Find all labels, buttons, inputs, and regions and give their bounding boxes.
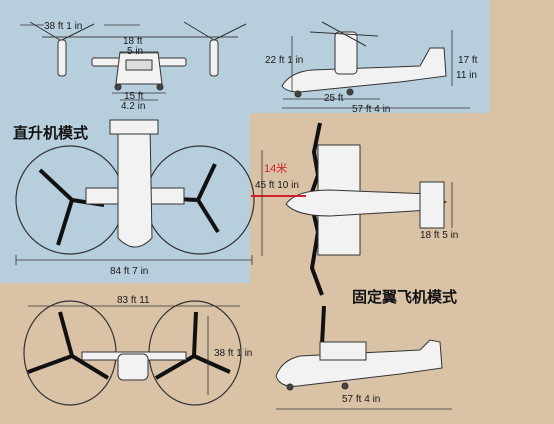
fixed-wing-length-dimension xyxy=(251,150,453,256)
front-view-dimensions xyxy=(20,24,166,101)
bottom-span-label: 83 ft 11 xyxy=(117,295,150,306)
fixed-wing-length-label: 45 ft 10 in xyxy=(255,180,299,191)
bottom-height-label: 38 ft 1 in xyxy=(214,348,252,359)
front-width-top-label: 38 ft 1 in xyxy=(44,21,82,32)
top-panel xyxy=(0,0,490,113)
helicopter-mode-aircraft xyxy=(15,119,255,255)
fixed-wing-aircraft xyxy=(285,122,448,296)
helicopter-span-label: 84 ft 7 in xyxy=(110,266,148,277)
front-18ft-label: 18 ft xyxy=(123,36,143,47)
side-17ft-label: 17 ft xyxy=(458,55,478,66)
side-length-label: 57 ft 4 in xyxy=(352,104,390,115)
tail-width-label: 18 ft 5 in xyxy=(420,230,458,241)
fixed-wing-mode-title: 固定翼飞机模式 xyxy=(352,288,457,306)
bottom-length-label: 57 ft 4 in xyxy=(342,394,380,405)
helicopter-mode-title: 直升机模式 xyxy=(13,124,88,142)
side-view-dimensions xyxy=(282,30,470,109)
helicopter-span-dimension xyxy=(15,255,253,265)
side-height-label: 22 ft 1 in xyxy=(265,55,303,66)
front-42in-label: 4.2 in xyxy=(121,101,145,112)
front-15ft-label: 15 ft xyxy=(124,91,144,102)
side-11in-label: 11 in xyxy=(456,70,477,81)
side-view-aircraft xyxy=(281,21,447,98)
bottom-front-dimensions xyxy=(28,305,240,395)
bottom-front-view xyxy=(23,300,242,406)
front-5in-label: 5 in xyxy=(127,46,143,57)
metric-note-label: 14米 xyxy=(264,162,287,175)
front-view-aircraft xyxy=(29,21,247,91)
side-25ft-label: 25 ft xyxy=(324,93,344,104)
bottom-side-view xyxy=(275,305,443,391)
